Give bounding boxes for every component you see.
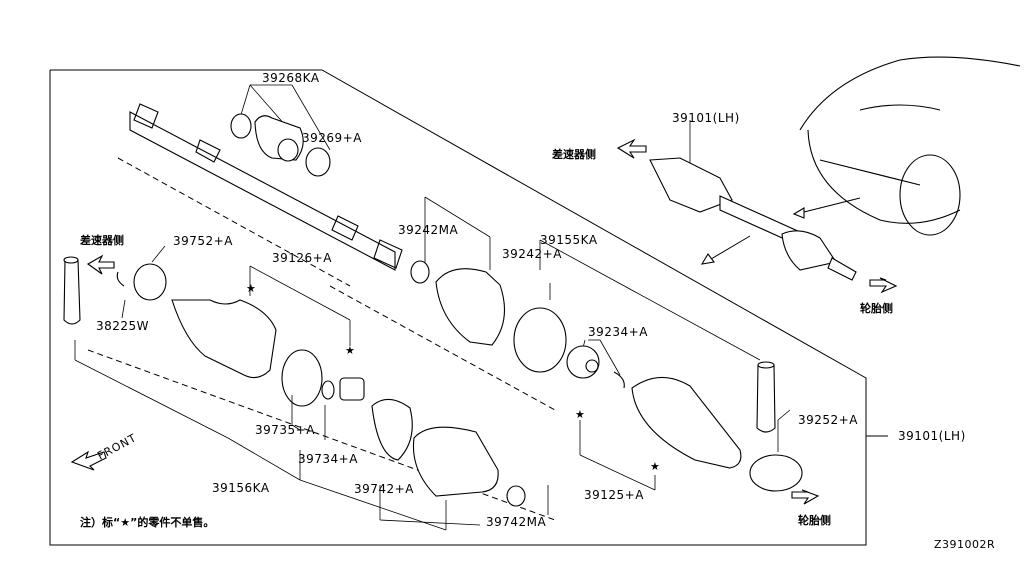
label-39101lh-top: 39101(LH) xyxy=(672,111,740,125)
label-39742ma: 39742MA xyxy=(486,515,547,529)
label-39268ka: 39268KA xyxy=(262,71,320,85)
inner-joint-parts xyxy=(63,256,526,507)
label-39155ka: 39155KA xyxy=(540,233,598,247)
diagram-code: Z391002R xyxy=(934,538,995,551)
diff-side-label-left: 差速器侧 xyxy=(80,233,124,247)
inner-boot-set xyxy=(230,113,331,177)
tire-side-label-top: 轮胎侧 xyxy=(860,301,893,315)
annotations: 差速器侧 差速器侧 轮胎侧 轮胎侧 FRONT 注）标“★”的零件不单售。 Z3… xyxy=(80,147,995,551)
bands-and-seals-center xyxy=(410,260,567,373)
label-39252a: 39252+A xyxy=(798,413,858,427)
tire-side-label-bottom: 轮胎侧 xyxy=(798,513,831,527)
star-marker: ★ xyxy=(246,282,256,295)
intermediate-shaft xyxy=(129,103,403,271)
label-39734a: 39734+A xyxy=(298,452,358,466)
label-39125a: 39125+A xyxy=(584,488,644,502)
outer-joint-parts xyxy=(566,345,803,492)
label-39242ma: 39242MA xyxy=(398,223,459,237)
star-marker: ★ xyxy=(345,344,355,357)
main-frame xyxy=(49,69,888,546)
label-39234a: 39234+A xyxy=(588,325,648,339)
front-label: FRONT xyxy=(95,431,139,462)
label-39742a: 39742+A xyxy=(354,482,414,496)
leader-lines xyxy=(74,84,791,531)
vehicle-outline xyxy=(799,56,1021,236)
label-39126a: 39126+A xyxy=(272,251,332,265)
label-39156ka: 39156KA xyxy=(212,481,270,495)
part-labels: 39268KA 39269+A 39242MA 39155KA 39242+A … xyxy=(96,71,966,529)
label-39269a: 39269+A xyxy=(302,131,362,145)
assembled-drive-shaft-lh xyxy=(649,157,857,281)
label-39752a: 39752+A xyxy=(173,234,233,248)
star-marker: ★ xyxy=(575,408,585,421)
label-39242a: 39242+A xyxy=(502,247,562,261)
label-38225w: 38225W xyxy=(96,319,149,333)
direction-arrows xyxy=(70,138,898,505)
star-markers: ★ ★ ★ ★ xyxy=(246,282,660,473)
diff-side-label-top: 差速器侧 xyxy=(552,147,596,161)
label-39101lh-right: 39101(LH) xyxy=(898,429,966,443)
label-39735a: 39735+A xyxy=(255,423,315,437)
star-marker: ★ xyxy=(650,460,660,473)
footnote: 注）标“★”的零件不单售。 xyxy=(80,515,214,529)
